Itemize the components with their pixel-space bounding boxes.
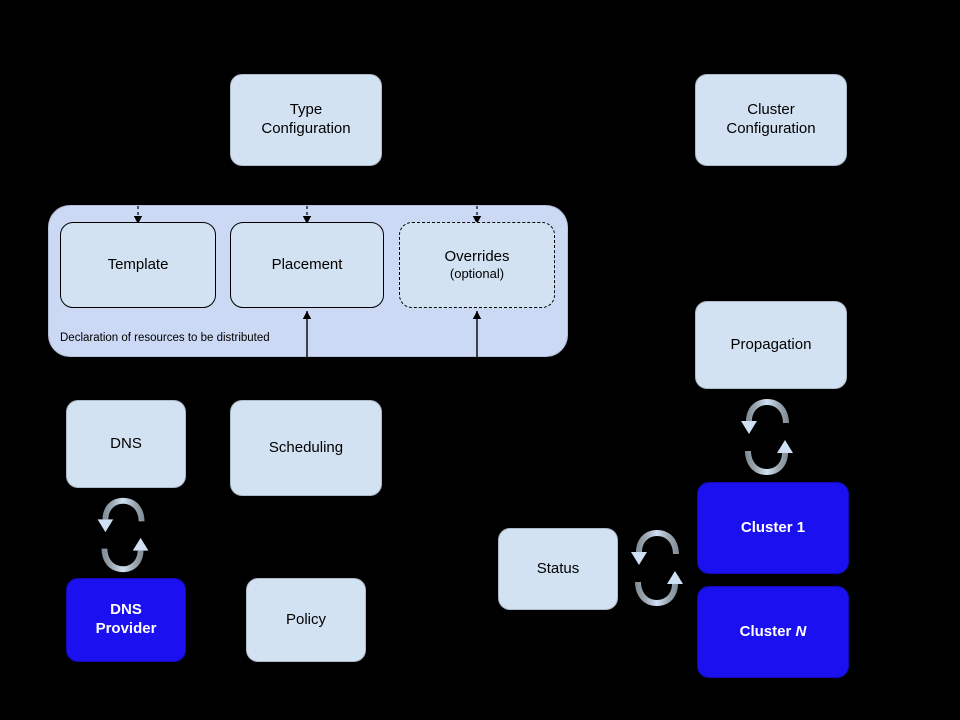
node-cluster-n[interactable]: Cluster N [697,586,849,678]
sync-cycle-icon-propagation-sync [736,393,798,481]
node-status[interactable]: Status [498,528,618,610]
node-template[interactable]: Template [60,222,216,308]
node-label-overrides: Overrides(optional) [444,248,509,283]
sync-cycle-icon-glyph [631,530,683,606]
node-label-dns-provider: DNS Provider [95,601,157,637]
node-label-cluster-configuration: Cluster Configuration [726,101,816,137]
sync-cycle-icon-dns-sync [92,492,154,578]
sync-cycle-icon-glyph [741,399,793,475]
node-label-template: Template [107,255,169,273]
node-label-overrides-main: Overrides [444,247,510,265]
node-label-placement: Placement [271,255,343,273]
node-propagation[interactable]: Propagation [695,301,847,389]
node-label-policy: Policy [285,610,326,628]
node-label-italic-cluster-n: N [795,622,807,640]
sync-cycle-icon-glyph [97,497,149,573]
node-label-cluster-1: Cluster 1 [740,518,806,536]
node-label-scheduling: Scheduling [268,438,344,456]
node-cluster-configuration[interactable]: Cluster Configuration [695,74,847,166]
node-type-configuration[interactable]: Type Configuration [230,74,382,166]
node-policy[interactable]: Policy [246,578,366,662]
sync-cycle-icon-status-sync [626,524,688,612]
node-label-type-configuration: Type Configuration [261,101,351,137]
node-dns-provider[interactable]: DNS Provider [66,578,186,662]
node-label-dns: DNS [110,434,142,452]
node-label-cluster-n: Cluster N [739,622,807,640]
node-scheduling[interactable]: Scheduling [230,400,382,496]
panel-caption: Declaration of resources to be distribut… [60,332,270,344]
node-placement[interactable]: Placement [230,222,384,308]
node-dns[interactable]: DNS [66,400,186,488]
node-overrides[interactable]: Overrides(optional) [399,222,555,308]
node-label-overrides-sub: (optional) [449,266,505,282]
node-label-propagation: Propagation [730,335,812,353]
node-label-status: Status [536,559,580,577]
node-cluster-1[interactable]: Cluster 1 [697,482,849,574]
